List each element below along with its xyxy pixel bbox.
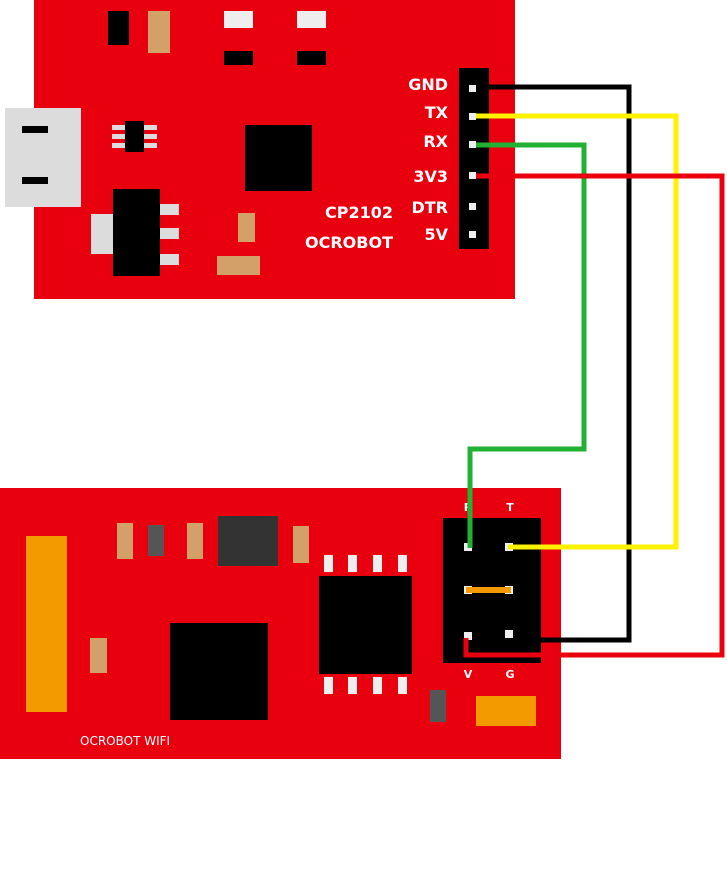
brand-label: OCROBOT [305,233,393,252]
pin-g [505,630,513,638]
jumper [466,587,511,593]
led-pad [297,11,326,28]
smd-component [430,690,446,722]
led-pad [224,11,253,28]
pin-5v [469,231,476,238]
pin-label-dtr: DTR [411,198,448,217]
wire-tx-yellow [476,113,679,550]
antenna [26,536,67,712]
sot-chip [125,121,144,152]
regulator-tab [91,214,113,254]
wire-3v3-red [463,173,725,658]
wifi-soc [170,623,268,720]
pin-label-3v3: 3V3 [413,167,448,186]
smd-resistor [238,213,255,242]
smd-resistor [293,526,309,563]
pin-3v3 [469,172,476,179]
smd-resistor [90,638,107,673]
header-label-g: G [505,668,514,681]
pin-v [464,632,472,640]
voltage-regulator [113,189,160,276]
usb-serial-board: CP2102 OCROBOT GND TX RX 3V3 DTR 5V [5,0,515,299]
smd-capacitor [217,256,260,275]
pin-label-gnd: GND [408,75,448,94]
pin-rx [469,141,476,148]
pin-label-rx: RX [423,132,448,151]
pin-gnd [469,85,476,92]
wire-rx-green [467,142,587,548]
crystal [218,516,278,566]
pin-dtr [469,203,476,210]
usb-pin-top [22,126,48,133]
header-label-v: V [464,668,473,681]
usb-pin-header [459,68,489,249]
usb-pin-bottom [22,177,48,184]
led [297,51,326,65]
led [224,51,253,65]
flash-chip [319,576,412,674]
cp2102-chip [245,125,312,191]
wifi-brand-label: OCROBOT WIFI [80,734,170,748]
micro-usb-connector [5,108,81,207]
smd-resistor [117,523,133,559]
wire-gnd-black [476,84,632,643]
pin-tx [469,113,476,120]
chip-label: CP2102 [325,203,393,222]
smd-capacitor [476,696,536,726]
wires [463,84,725,658]
smd-component [148,525,164,556]
wifi-board: OCROBOT WIFI R T V G [0,488,561,759]
pin-label-5v: 5V [424,225,448,244]
header-label-t: T [506,501,514,514]
smd-resistor [148,11,170,53]
smd-resistor [187,523,203,559]
pin-label-tx: TX [425,103,449,122]
smd-component [108,11,129,45]
